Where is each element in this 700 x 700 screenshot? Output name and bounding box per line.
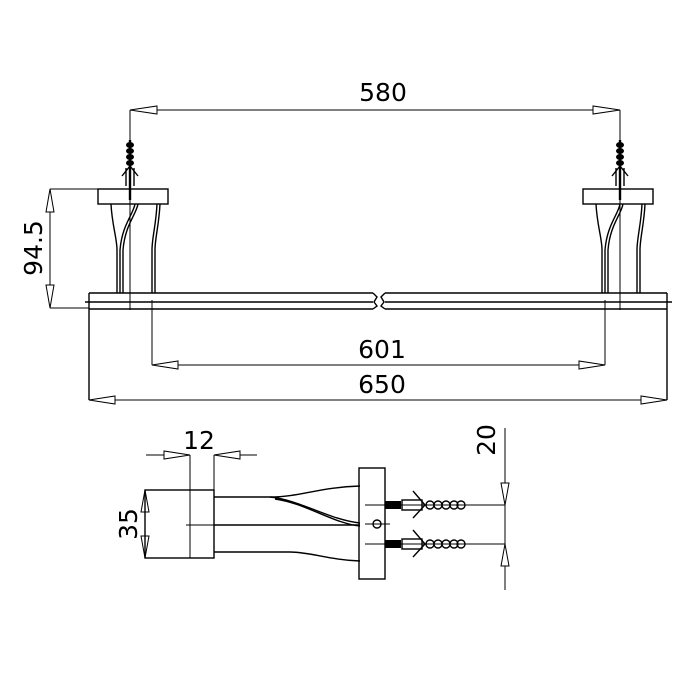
lower-wall-anchor-icon — [365, 529, 505, 558]
dim-601: 601 — [151, 300, 606, 370]
dim-94-5-label: 94.5 — [19, 220, 48, 276]
dim-12: 12 — [146, 426, 257, 558]
towel-bar — [85, 292, 672, 400]
wall-plate — [358, 467, 390, 580]
dim-12-label: 12 — [183, 426, 215, 455]
right-wall-anchor-icon — [611, 140, 629, 200]
dim-601-label: 601 — [358, 335, 406, 364]
left-wall-anchor-icon — [121, 140, 139, 200]
dim-94-5: 94.5 — [19, 188, 98, 309]
dim-580: 580 — [129, 78, 621, 140]
dim-35-label: 35 — [114, 508, 143, 540]
side-view: 12 35 — [114, 424, 510, 590]
left-bracket — [97, 188, 169, 310]
right-bracket — [582, 188, 654, 310]
dim-35: 35 — [114, 489, 150, 559]
bracket-arm — [214, 485, 361, 562]
dim-20-label: 20 — [472, 424, 501, 456]
dim-650: 650 — [88, 370, 668, 405]
dim-580-label: 580 — [359, 78, 407, 107]
front-view: 580 — [19, 78, 672, 405]
dim-20: 20 — [472, 424, 510, 590]
bar-cross-section — [144, 489, 215, 559]
dim-650-label: 650 — [358, 370, 406, 399]
upper-wall-anchor-icon — [365, 490, 505, 519]
